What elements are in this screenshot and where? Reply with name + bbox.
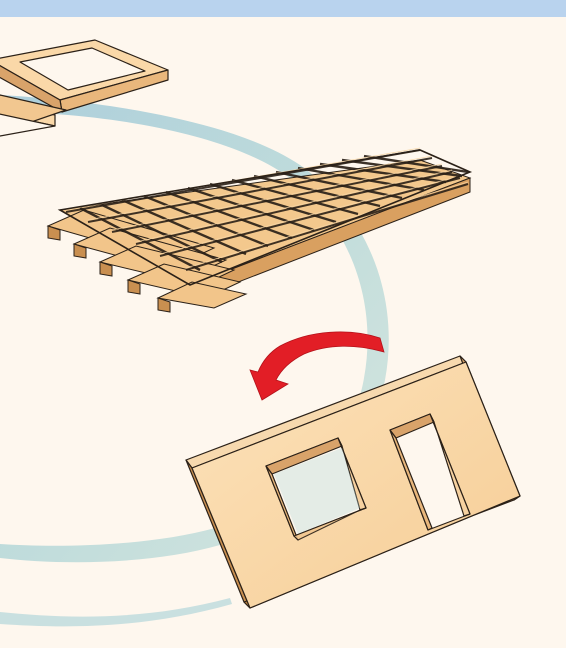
wall-panel-with-openings [186, 356, 520, 608]
floor-joist-grid [48, 148, 470, 312]
swirl-tail [0, 598, 232, 626]
